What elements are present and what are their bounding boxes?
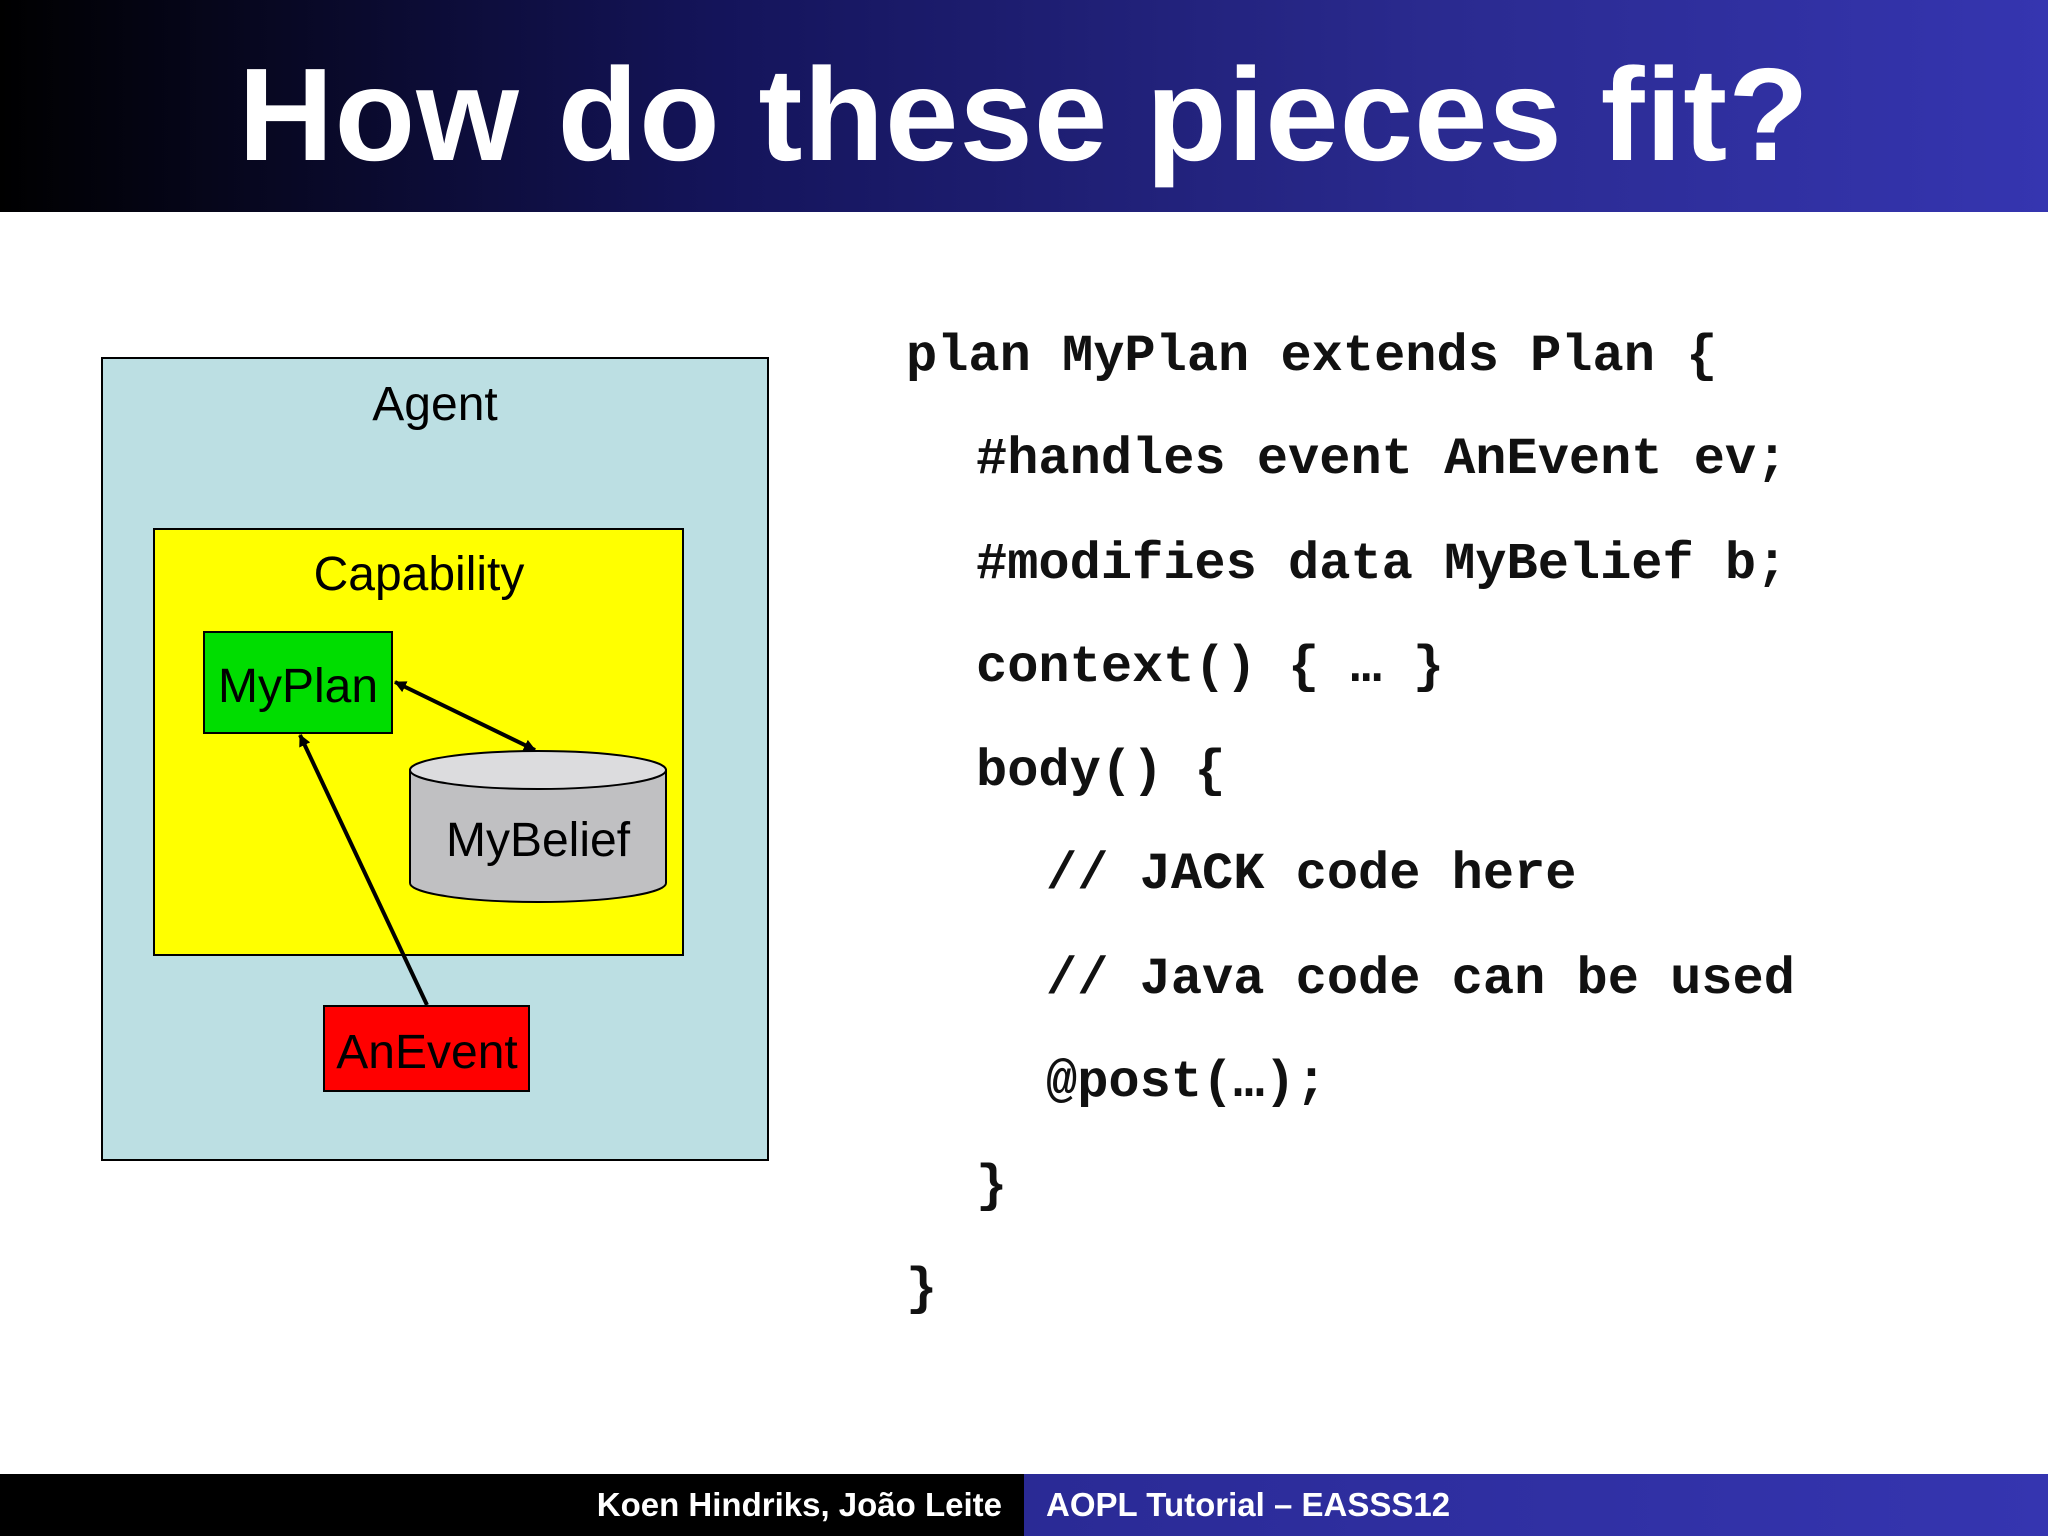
code-line: plan MyPlan extends Plan {	[906, 327, 1718, 386]
event-rect	[323, 1005, 530, 1092]
footer-authors: Koen Hindriks, João Leite	[596, 1486, 1002, 1523]
plan-box: MyPlan	[203, 631, 393, 734]
code-line: body() {	[976, 742, 1226, 801]
code-line: #handles event AnEvent ev;	[976, 430, 1788, 489]
capability-label: Capability	[314, 548, 525, 601]
footer-right-panel	[1024, 1474, 2048, 1536]
slide-title: How do these pieces fit?	[238, 41, 1810, 188]
footer-event: AOPL Tutorial – EASSS12	[1046, 1486, 1451, 1523]
event-box: AnEvent	[323, 1005, 530, 1092]
code-line: // Java code can be used	[1046, 950, 1795, 1009]
agent-label: Agent	[372, 378, 497, 431]
belief-cylinder-body	[409, 769, 667, 903]
event-label: AnEvent	[336, 1026, 517, 1079]
plan-label: MyPlan	[218, 660, 378, 713]
plan-belief-arrow	[394, 680, 536, 752]
footer-bar: Koen Hindriks, João Leite AOPL Tutorial …	[0, 1474, 2048, 1536]
belief-label: MyBelief	[446, 814, 631, 867]
event-to-plan-arrow	[298, 734, 429, 1006]
code-line: @post(…);	[1046, 1053, 1327, 1112]
code-line: // JACK code here	[1046, 845, 1577, 904]
code-line: #modifies data MyBelief b;	[976, 535, 1788, 594]
title-bar: How do these pieces fit?	[0, 0, 2048, 212]
code-line: }	[906, 1260, 938, 1319]
plan-rect	[203, 631, 393, 734]
code-line: }	[976, 1157, 1008, 1216]
belief-cylinder-top	[409, 750, 667, 790]
belief-database: MyBelief	[409, 750, 667, 903]
code-line: context() { … }	[976, 638, 1445, 697]
